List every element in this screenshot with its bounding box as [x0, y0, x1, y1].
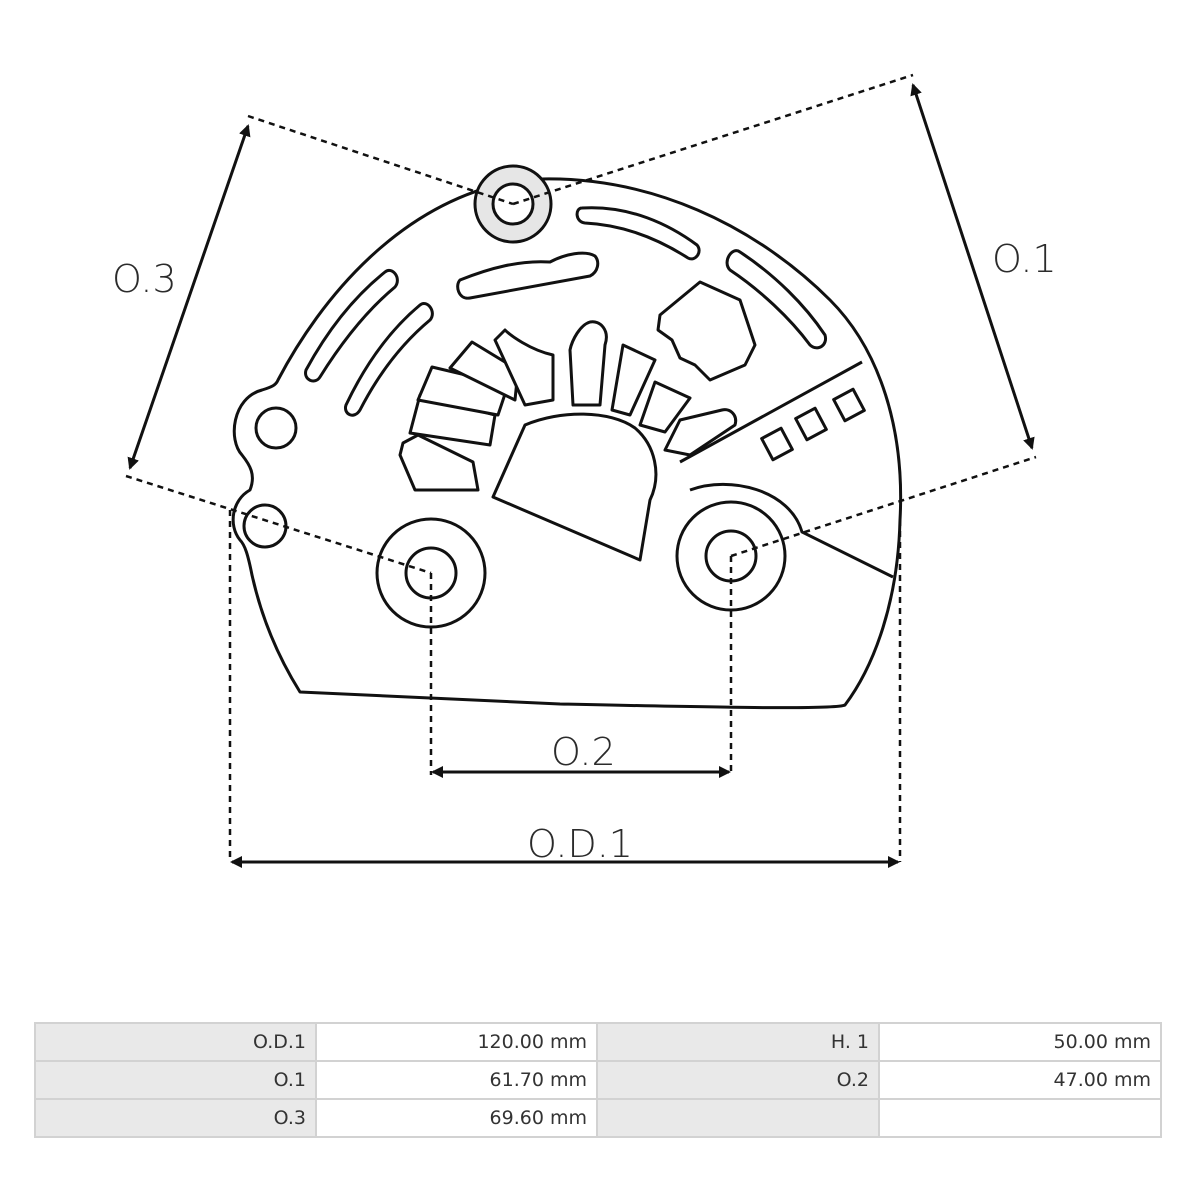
spec-value-empty	[878, 1098, 1162, 1138]
left-boss-ring	[375, 517, 487, 629]
table-row: O.3 69.60 mm	[34, 1098, 1162, 1138]
spec-label-o2: O.2	[596, 1060, 880, 1100]
o1-label: O.1	[992, 237, 1057, 281]
spec-value-h1: 50.00 mm	[878, 1022, 1162, 1062]
left-ear-hole-upper	[254, 406, 298, 450]
terminal-cutout	[656, 280, 757, 382]
spec-table: O.D.1 120.00 mm H. 1 50.00 mm O.1 61.70 …	[34, 1022, 1162, 1138]
rim-slots	[304, 206, 828, 417]
od1-label: O.D.1	[527, 822, 633, 866]
o3-label: O.3	[112, 257, 177, 301]
spec-value-od1: 120.00 mm	[315, 1022, 598, 1062]
right-boss-ring	[675, 500, 787, 612]
extension-lines	[125, 73, 1037, 862]
cooling-fins	[398, 320, 738, 492]
table-row: O.D.1 120.00 mm H. 1 50.00 mm	[34, 1022, 1162, 1062]
spec-label-od1: O.D.1	[34, 1022, 317, 1062]
central-opening	[491, 412, 658, 562]
o1-dimension-arrow	[910, 83, 1035, 450]
spec-value-o3: 69.60 mm	[315, 1098, 598, 1138]
right-boss-housing	[689, 482, 894, 579]
right-segment-line	[679, 360, 863, 464]
table-row: O.1 61.70 mm O.2 47.00 mm	[34, 1060, 1162, 1100]
part-diagram: O.3 O.1 O.2 O.D.1	[112, 73, 1057, 868]
spec-label-empty	[596, 1098, 880, 1138]
spec-value-o1: 61.70 mm	[315, 1060, 598, 1100]
spec-label-h1: H. 1	[596, 1022, 880, 1062]
o2-label: O.2	[551, 730, 616, 774]
vent-squares	[760, 387, 866, 462]
spec-value-o2: 47.00 mm	[878, 1060, 1162, 1100]
spec-label-o1: O.1	[34, 1060, 317, 1100]
o3-dimension-arrow	[127, 124, 251, 470]
spec-label-o3: O.3	[34, 1098, 317, 1138]
